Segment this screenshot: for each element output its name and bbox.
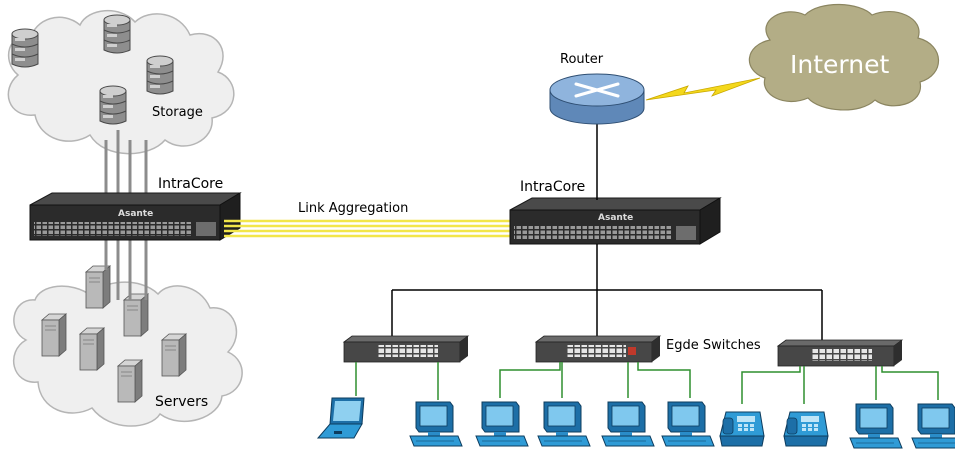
laptop-icon	[317, 397, 365, 439]
brand-logo-left: Asante	[118, 209, 153, 219]
internet-cloud	[748, 3, 940, 111]
ip-phone-icon	[719, 411, 829, 447]
intracore-right-label: IntraCore	[520, 179, 586, 195]
servers-label: Servers	[155, 394, 209, 410]
router-label: Router	[560, 52, 604, 67]
storage-cloud	[7, 9, 235, 155]
intracore-switch-left: Asante	[29, 192, 242, 241]
lightning-icon	[645, 77, 761, 101]
link-aggregation-lines	[224, 219, 510, 238]
edge-drop-lines	[355, 362, 939, 404]
intracore-left-label: IntraCore	[158, 176, 224, 192]
switch-icon	[342, 335, 904, 367]
storage-label: Storage	[152, 105, 203, 120]
edge-switches-label: Egde Switches	[666, 338, 761, 353]
router-icon	[549, 73, 645, 125]
distribution-lines	[391, 244, 823, 342]
desktop-computer-icon	[409, 401, 955, 449]
brand-logo-right: Asante	[598, 213, 633, 223]
internet-label: Internet	[790, 50, 890, 79]
servers-cloud	[12, 281, 243, 427]
intracore-switch-right: Asante	[509, 197, 722, 245]
link-aggregation-label: Link Aggregation	[298, 201, 409, 216]
